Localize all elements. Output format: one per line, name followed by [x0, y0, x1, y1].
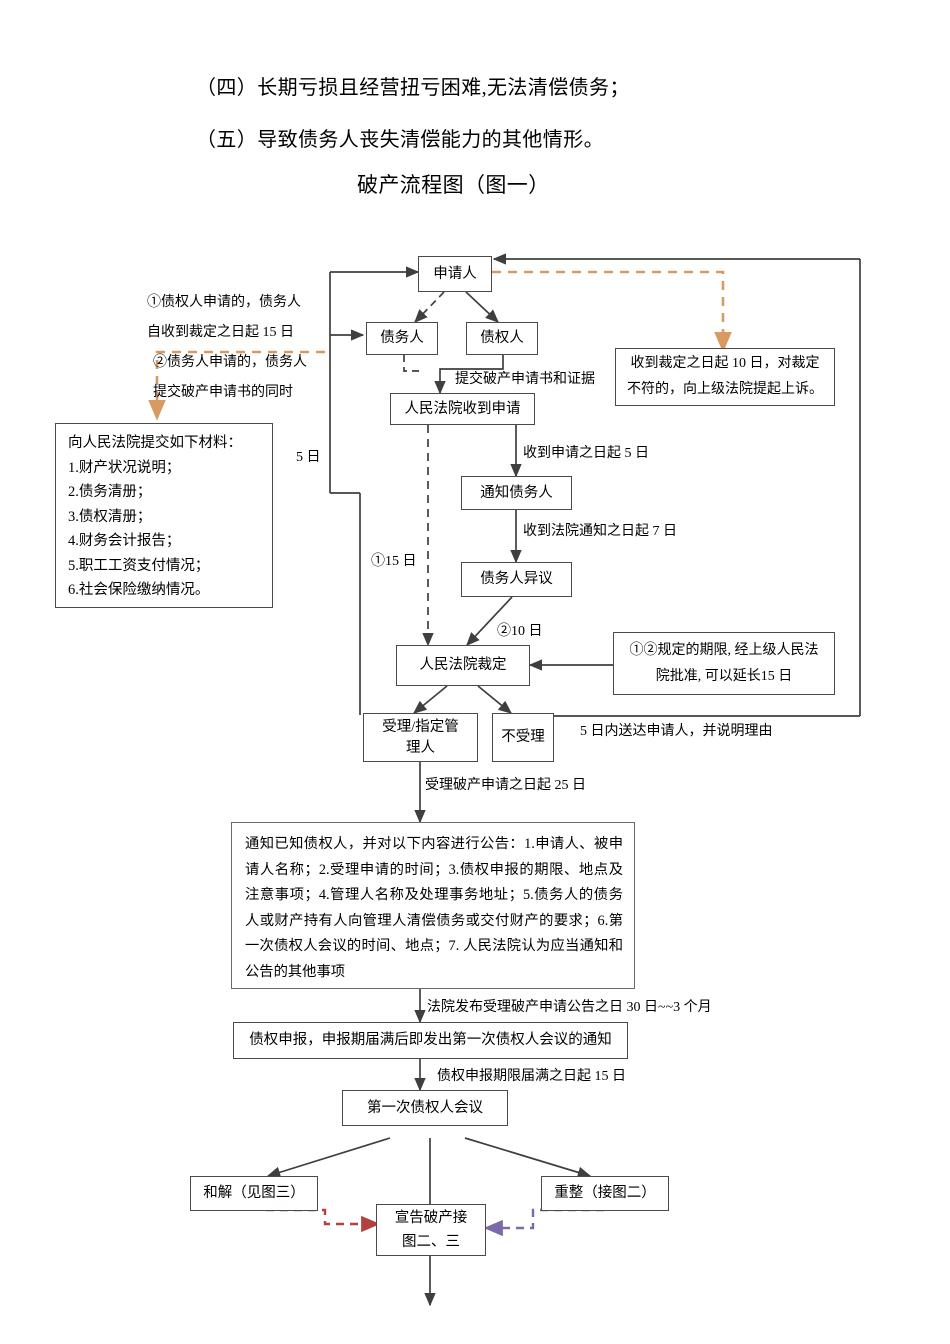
node-declare-bankruptcy[interactable]: 宣告破产接 图二、三	[376, 1204, 486, 1256]
node-debtor-label: 债务人	[380, 330, 424, 346]
appeal-note-text: 收到裁定之日起 10 日，对裁定不符的，向上级法院提起上诉。	[627, 356, 823, 397]
appeal-note-box: 收到裁定之日起 10 日，对裁定不符的，向上级法院提起上诉。	[615, 348, 835, 406]
page-title: 破产流程图（图一）	[357, 173, 550, 197]
label-circled-10-days: ②10 日	[497, 624, 543, 639]
materials-item: 6.社会保险缴纳情况。	[68, 582, 210, 598]
materials-item: 4.财务会计报告；	[68, 533, 181, 549]
node-first-creditor-meeting[interactable]: 第一次债权人会议	[342, 1090, 508, 1126]
node-court-received-label: 人民法院收到申请	[404, 400, 521, 417]
node-court-ruling[interactable]: 人民法院裁定	[396, 645, 530, 686]
node-declare-bankruptcy-label: 宣告破产接 图二、三	[394, 1210, 468, 1250]
materials-item: 5.职工工资支付情况；	[68, 557, 210, 574]
node-reconciliation-label: 和解（见图三）	[203, 1185, 305, 1201]
node-claim-declaration[interactable]: 债权申报，申报期届满后即发出第一次债权人会议的通知	[233, 1022, 628, 1059]
node-not-accept[interactable]: 不受理	[492, 713, 554, 762]
node-accept-administrator-label: 受理/指定管 理人	[382, 718, 459, 756]
node-notify-debtor[interactable]: 通知债务人	[461, 476, 572, 510]
node-reconciliation[interactable]: 和解（见图三）	[190, 1176, 318, 1211]
node-court-ruling-label: 人民法院裁定	[419, 657, 507, 673]
extension-note-text: ①②规定的期限, 经上级人民法院批准, 可以延长15 日	[629, 642, 819, 684]
materials-box: 向人民法院提交如下材料： 1.财产状况说明； 2.债务清册； 3.债权清册； 4…	[55, 423, 273, 608]
label-serve-5-days: 5 日内送达申请人，并说明理由	[580, 724, 773, 739]
label-received-5-days: 收到申请之日起 5 日	[523, 446, 649, 461]
node-debtor-objection[interactable]: 债务人异议	[461, 562, 572, 597]
materials-item: 1.财产状况说明；	[68, 459, 181, 476]
label-submit-evidence: 提交破产申请书和证据	[455, 372, 595, 387]
node-debtor-objection-label: 债务人异议	[480, 571, 553, 587]
clause-four-text: （四）长期亏损且经营扭亏困难,无法清偿债务；	[196, 77, 630, 99]
node-applicant[interactable]: 申请人	[418, 256, 492, 292]
node-claim-declaration-label: 债权申报，申报期届满后即发出第一次债权人会议的通知	[249, 1032, 612, 1048]
left-note-line-1: ①债权人申请的，债务人	[147, 295, 301, 310]
node-applicant-label: 申请人	[433, 265, 477, 282]
node-not-accept-label: 不受理	[501, 729, 545, 745]
node-court-received[interactable]: 人民法院收到申请	[390, 393, 535, 425]
materials-item: 3.债权清册；	[68, 508, 152, 525]
materials-item: 2.债务清册；	[68, 484, 152, 500]
node-notify-debtor-label: 通知债务人	[480, 484, 553, 501]
label-accept-25-days: 受理破产申请之日起 25 日	[425, 778, 586, 793]
node-accept-administrator[interactable]: 受理/指定管 理人	[363, 713, 478, 762]
node-creditor[interactable]: 债权人	[466, 322, 538, 355]
node-reorganization-label: 重整（接图二）	[554, 1185, 656, 1201]
label-court-notice-7-days: 收到法院通知之日起 7 日	[523, 524, 677, 539]
materials-title: 向人民法院提交如下材料：	[68, 435, 242, 451]
node-first-creditor-meeting-label: 第一次债权人会议	[367, 1099, 483, 1116]
label-five-days: 5 日	[296, 450, 321, 465]
public-notice-box: 通知已知债权人，并对以下内容进行公告：1.申请人、被申请人名称；2.受理申请的时…	[231, 822, 635, 989]
public-notice-text: 通知已知债权人，并对以下内容进行公告：1.申请人、被申请人名称；2.受理申请的时…	[245, 836, 623, 980]
node-reorganization[interactable]: 重整（接图二）	[541, 1176, 669, 1211]
clause-five-text: （五）导致债务人丧失清偿能力的其他情形。	[196, 129, 604, 151]
left-note-line-3: ②债务人申请的，债务人	[153, 355, 307, 370]
node-debtor[interactable]: 债务人	[366, 322, 438, 355]
label-circled-15-days: ①15 日	[371, 554, 417, 569]
left-note-line-4: 提交破产申请书的同时	[153, 385, 293, 400]
label-announce-30-days: 法院发布受理破产申请公告之日 30 日~~3 个月	[427, 1000, 712, 1015]
extension-note-box: ①②规定的期限, 经上级人民法院批准, 可以延长15 日	[613, 632, 835, 695]
node-creditor-label: 债权人	[480, 330, 524, 346]
label-declaration-15-days: 债权申报期限届满之日起 15 日	[437, 1069, 626, 1084]
left-note-line-2: 自收到裁定之日起 15 日	[147, 325, 294, 340]
